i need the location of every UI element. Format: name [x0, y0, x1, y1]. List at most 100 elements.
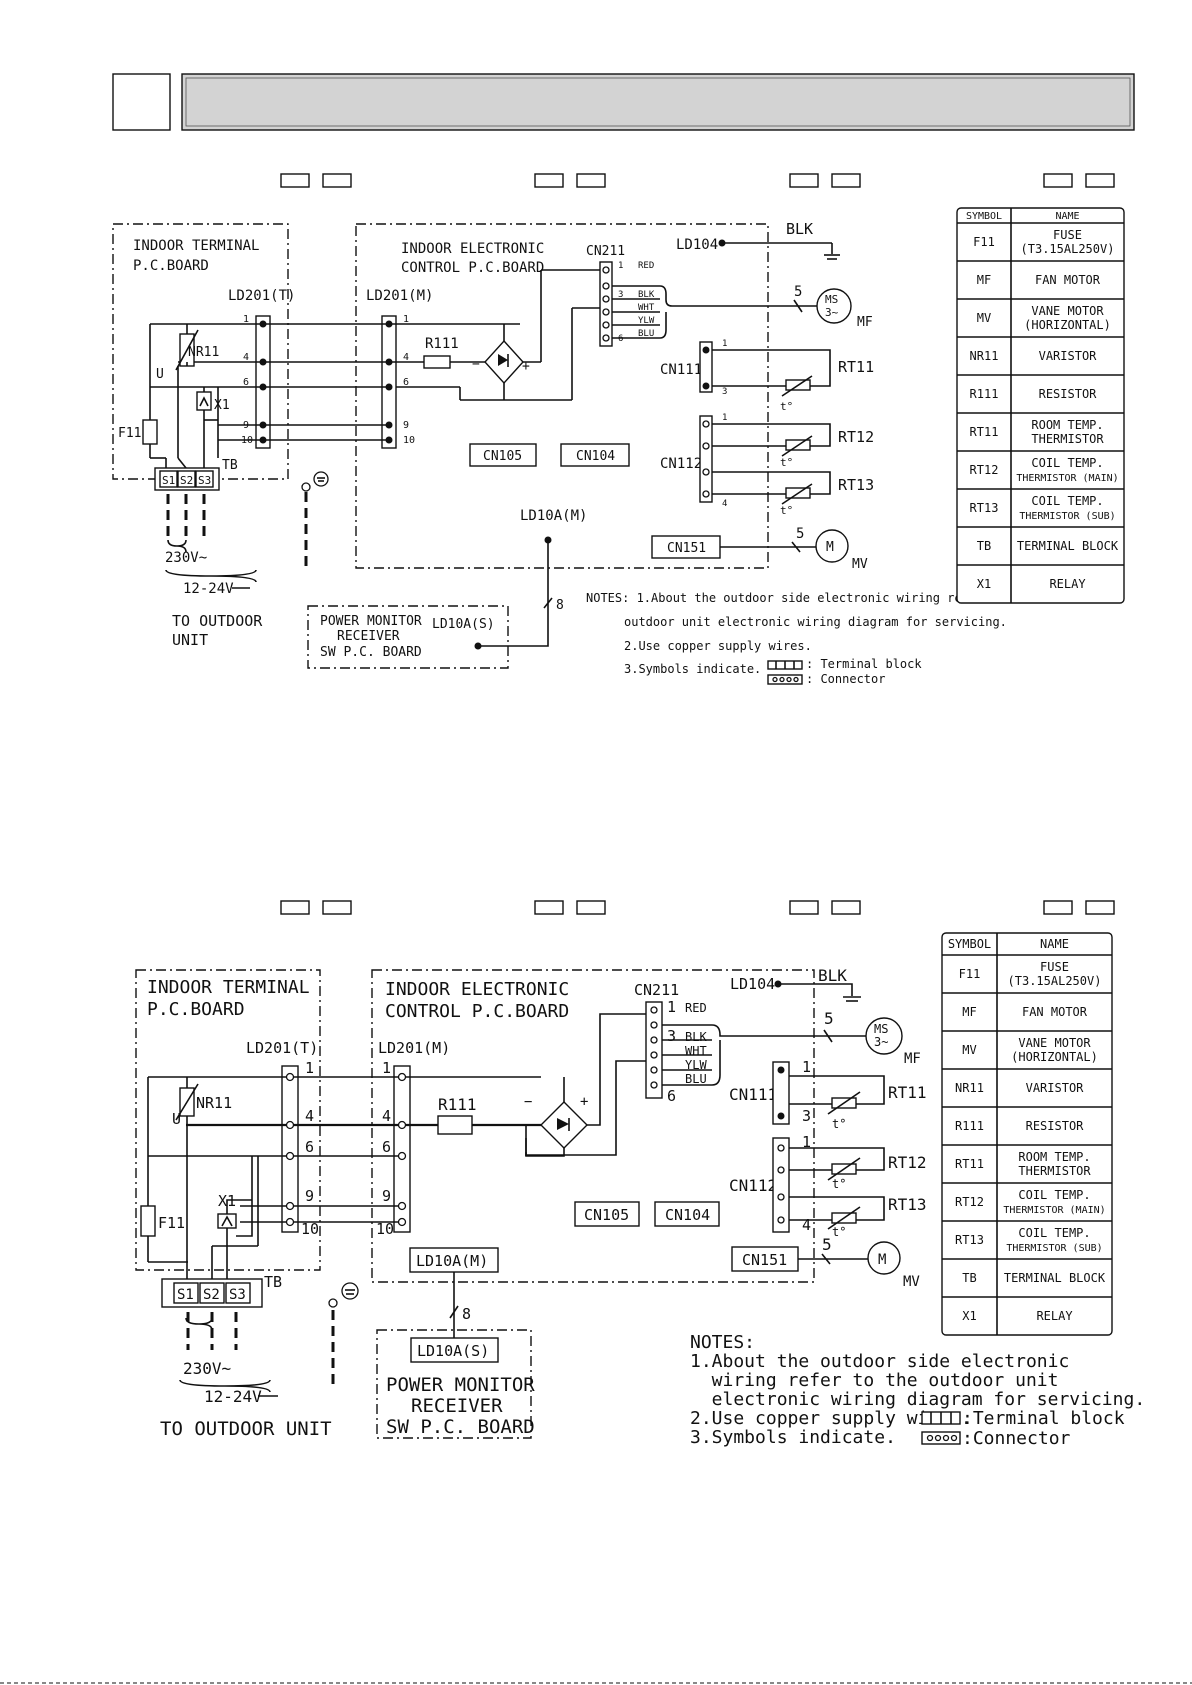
ld201m-pin-10b: 10 — [376, 1220, 394, 1238]
ld201m-pin-1b: 1 — [382, 1059, 391, 1077]
ld201-wires — [150, 320, 520, 444]
notes-b-line-2: wiring refer to the outdoor unit — [690, 1370, 1058, 1391]
table-row-symbol: RT12 — [970, 463, 999, 477]
u-label-b: U — [172, 1110, 181, 1128]
terminal-board-left-circuit-b — [140, 1077, 259, 1280]
ms-label-b: MS — [874, 1022, 888, 1036]
legend-connector-text: : Connector — [806, 672, 885, 686]
ld104-label: LD104 — [676, 237, 718, 253]
table-row-name: FAN MOTOR — [1022, 1005, 1088, 1019]
indoor-terminal-title-1: INDOOR TERMINAL — [133, 238, 259, 254]
indoor-terminal-title-1b: INDOOR TERMINAL — [147, 977, 310, 998]
nr11-label-b: NR11 — [196, 1094, 232, 1112]
table-row-symbol: X1 — [962, 1309, 976, 1323]
table-row-symbol: MF — [977, 273, 991, 287]
notes-b-line-4: 2.Use copper supply wires. — [690, 1408, 972, 1429]
legend-connector-text-b: :Connector — [962, 1428, 1071, 1449]
power-monitor-1: POWER MONITOR — [320, 614, 422, 629]
ld10am-label-b: LD10A(M) — [416, 1252, 488, 1270]
bridge-plus: + — [522, 359, 530, 374]
power-monitor-2: RECEIVER — [337, 629, 400, 644]
power-monitor-board-outline — [307, 605, 509, 669]
page-number-box — [112, 73, 171, 131]
cn104-label: CN104 — [576, 449, 615, 464]
table-row-name: COIL TEMP. — [1031, 494, 1103, 508]
model-boxes-bottom — [280, 900, 1115, 915]
cn211-pin-6b: 6 — [667, 1087, 676, 1105]
cn111-label: CN111 — [660, 362, 702, 378]
cn211-pins — [602, 266, 610, 342]
cn211-wire-ylw-b: YLW — [685, 1058, 707, 1072]
ld104-label-b: LD104 — [730, 975, 775, 993]
ld201-wires-b — [148, 1072, 541, 1227]
cn211-connector-b — [645, 1001, 663, 1099]
cn104-box — [560, 443, 630, 467]
ld201m-strip — [381, 315, 397, 449]
fuse-f11 — [142, 419, 158, 445]
table-row-name: COIL TEMP. — [1031, 456, 1103, 470]
ld10am-label: LD10A(M) — [520, 508, 587, 524]
table-row-name: FAN MOTOR — [1035, 273, 1101, 287]
power-monitor-2b: RECEIVER — [411, 1395, 503, 1417]
cn112-pin-4b: 4 — [802, 1216, 811, 1234]
table-row-symbol: RT11 — [955, 1157, 984, 1171]
cn112-pin-1b: 1 — [802, 1133, 811, 1151]
table-row-name: THERMISTOR (SUB) — [1006, 1243, 1102, 1254]
x1-label: X1 — [214, 398, 230, 413]
table-row-symbol: NR11 — [970, 349, 999, 363]
to-outdoor-b: TO OUTDOOR UNIT — [160, 1418, 332, 1440]
table-row-symbol: X1 — [977, 577, 991, 591]
tb-s3: S3 — [198, 474, 211, 487]
rt12-label: RT12 — [838, 428, 874, 446]
table-row-name: VANE MOTOR — [1031, 304, 1104, 318]
header-bar — [181, 73, 1135, 131]
terminal-block-tb-b — [161, 1278, 263, 1308]
ld10am-box — [409, 1247, 499, 1273]
bridge-minus-b: − — [524, 1094, 532, 1110]
supply-leads — [166, 471, 329, 572]
symbol-table-frame — [956, 207, 1125, 604]
table-row-name: VARISTOR — [1039, 349, 1098, 363]
table-row-name: COIL TEMP. — [1018, 1188, 1090, 1202]
table-row-name: ROOM TEMP. — [1031, 418, 1103, 432]
notes-b-line-0: NOTES: — [690, 1332, 755, 1353]
table-row-name: THERMISTOR — [1031, 432, 1104, 446]
table-row-name: VARISTOR — [1026, 1081, 1085, 1095]
cn111-pin-1b: 1 — [802, 1058, 811, 1076]
table-row-name: ROOM TEMP. — [1018, 1150, 1090, 1164]
v230-label: 230V~ — [165, 550, 207, 566]
ld201m-pin-10: 10 — [403, 435, 415, 446]
table-row-symbol: MV — [977, 311, 991, 325]
indoor-electronic-title-1b: INDOOR ELECTRONIC — [385, 979, 569, 1000]
table-row-name: FUSE — [1053, 228, 1082, 242]
table-row-name: RESISTOR — [1039, 387, 1098, 401]
notes-line-3: 2.Use copper supply wires. — [624, 639, 812, 653]
rt13-t-b: t° — [832, 1225, 846, 1239]
v1224-label: 12-24V — [183, 581, 234, 597]
cn211-wire-ylw: YLW — [638, 316, 655, 326]
ld201t-pin-6: 6 — [243, 377, 249, 388]
table-row-symbol: R111 — [970, 387, 999, 401]
table-row-symbol: MF — [962, 1005, 976, 1019]
x1-label-b: X1 — [218, 1192, 236, 1210]
tb-s3-b: S3 — [229, 1287, 246, 1303]
cn111-label-b: CN111 — [729, 1085, 777, 1104]
f11-label-b: F11 — [158, 1214, 185, 1232]
table-header-name: NAME — [1040, 937, 1069, 951]
ld201m-strip-b — [393, 1065, 411, 1233]
notes-b-line-3: electronic wiring diagram for servicing. — [690, 1389, 1145, 1410]
table-row-name: RELAY — [1036, 1309, 1073, 1323]
table-row-name: (T3.15AL250V) — [1008, 974, 1102, 988]
cn211-label: CN211 — [586, 244, 625, 259]
power-monitor-3: SW P.C. BOARD — [320, 645, 422, 660]
indoor-electronic-title-2b: CONTROL P.C.BOARD — [385, 1001, 569, 1022]
ld10as-label-b: LD10A(S) — [417, 1342, 489, 1360]
table-row-name: THERMISTOR (MAIN) — [1003, 1205, 1105, 1216]
bridge-rectifier-b — [525, 1013, 646, 1157]
notes-line-2: outdoor unit electronic wiring diagram f… — [624, 615, 1007, 629]
tb-s1: S1 — [162, 474, 175, 487]
rt13-label-b: RT13 — [888, 1195, 927, 1214]
fan-wire-count-b: 5 — [824, 1009, 834, 1028]
